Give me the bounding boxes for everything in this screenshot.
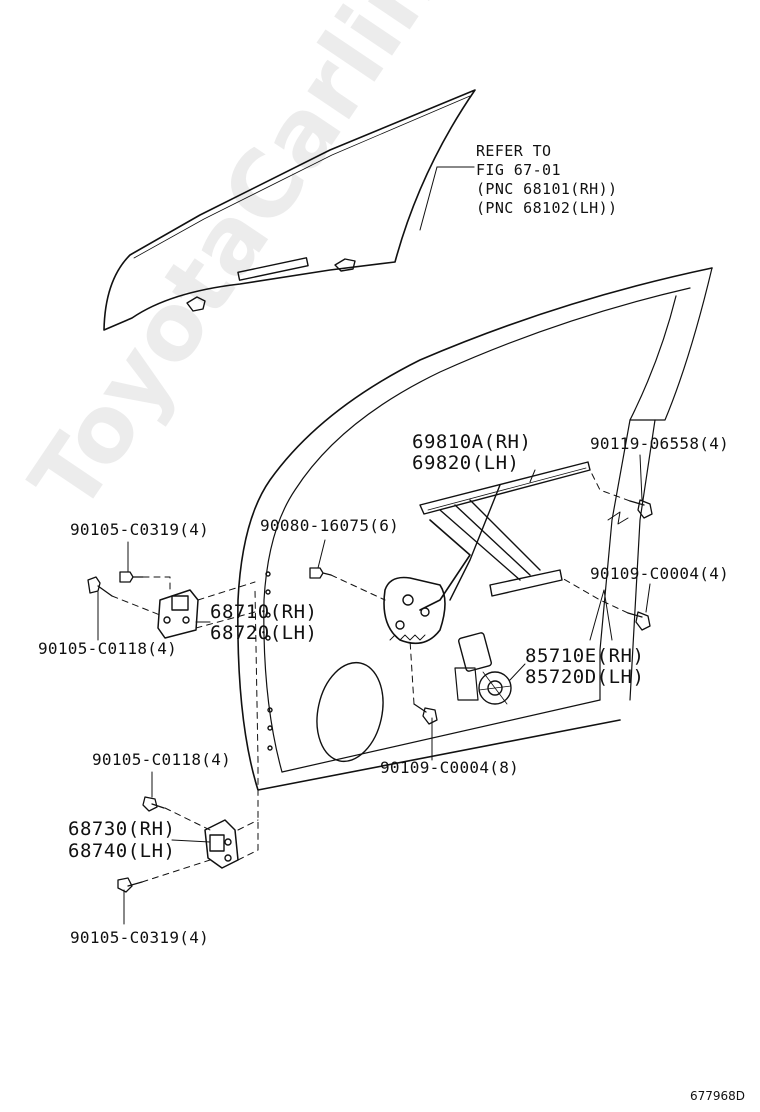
part-label-68740[interactable]: 68740(LH) bbox=[68, 840, 176, 862]
part-label-90105-c0319-top[interactable]: 90105-C0319(4) bbox=[70, 520, 210, 539]
part-label-85710e[interactable]: 85710E(RH) bbox=[525, 645, 645, 667]
refer-note-line4: (PNC 68102(LH)) bbox=[476, 199, 618, 217]
figure-id: 677968D bbox=[690, 1089, 746, 1103]
part-label-68710[interactable]: 68710(RH) bbox=[210, 601, 318, 623]
part-label-90105-c0319-bottom[interactable]: 90105-C0319(4) bbox=[70, 928, 210, 947]
part-label-90080-16075[interactable]: 90080-16075(6) bbox=[260, 516, 400, 535]
assembly-dash-lines bbox=[111, 469, 631, 883]
part-label-90119-06558[interactable]: 90119-06558(4) bbox=[590, 434, 730, 453]
lower-hinge bbox=[204, 819, 239, 869]
part-label-90105-c0118-top[interactable]: 90105-C0118(4) bbox=[38, 639, 178, 658]
door-glass bbox=[103, 89, 476, 331]
refer-note-line2: FIG 67-01 bbox=[476, 161, 561, 179]
refer-note-line1: REFER TO bbox=[476, 142, 552, 160]
part-label-90109-c0004-8[interactable]: 90109-C0004(8) bbox=[380, 758, 520, 777]
window-regulator bbox=[383, 461, 591, 645]
part-label-90105-c0118-bottom[interactable]: 90105-C0118(4) bbox=[92, 750, 232, 769]
refer-note-line3: (PNC 68101(RH)) bbox=[476, 180, 618, 198]
part-label-68730[interactable]: 68730(RH) bbox=[68, 818, 176, 840]
bolts bbox=[87, 499, 653, 893]
leader-lines bbox=[97, 166, 651, 925]
part-label-68720[interactable]: 68720(LH) bbox=[210, 622, 318, 644]
upper-hinge bbox=[157, 589, 199, 639]
door-frame bbox=[237, 267, 713, 791]
regulator-motor bbox=[454, 632, 512, 705]
part-label-85720d[interactable]: 85720D(LH) bbox=[525, 666, 645, 688]
part-label-69820[interactable]: 69820(LH) bbox=[412, 452, 520, 474]
part-label-90109-c0004-4[interactable]: 90109-C0004(4) bbox=[590, 564, 730, 583]
part-label-69810a[interactable]: 69810A(RH) bbox=[412, 431, 532, 453]
